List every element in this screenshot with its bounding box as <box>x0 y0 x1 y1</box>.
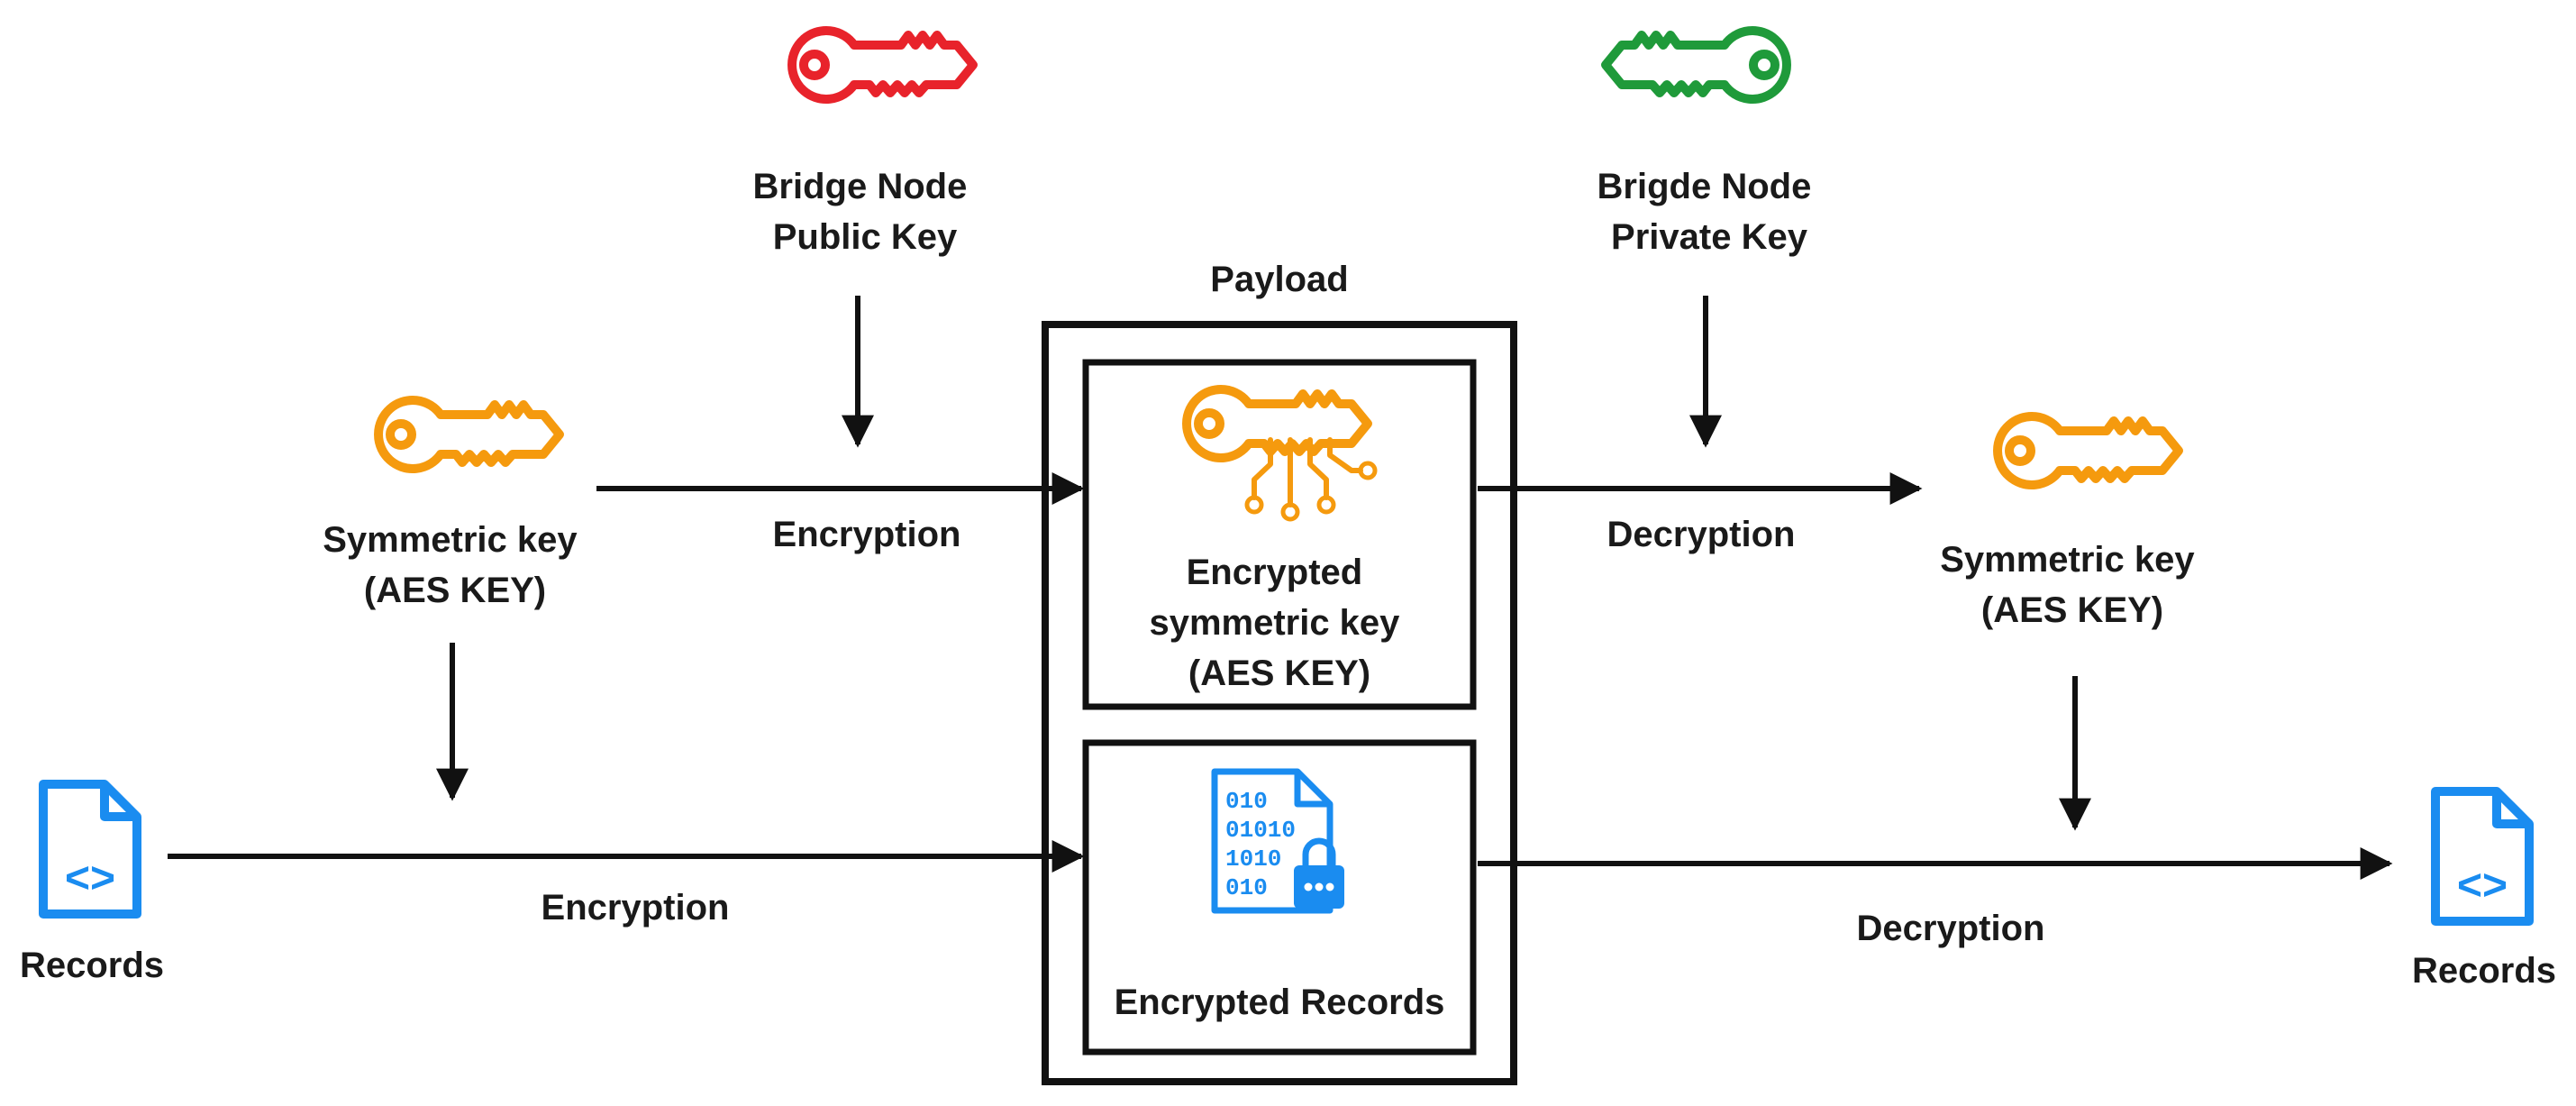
records-file-icon-left: <> <box>43 784 137 914</box>
code-glyph: <> <box>65 855 115 902</box>
decryption-label-top: Decryption <box>1607 515 1796 554</box>
records-label-left: Records <box>20 946 164 985</box>
payload-box <box>1042 321 1517 1085</box>
binary-row: 01010 <box>1225 817 1296 844</box>
private-key-icon <box>1606 31 1787 99</box>
records-label-right: Records <box>2412 951 2556 991</box>
bridge-public-key-label: Bridge Node Public Key <box>753 167 978 257</box>
symmetric-key-icon-left <box>378 400 560 469</box>
symmetric-key-label-left: Symmetric key (AES KEY) <box>323 520 587 610</box>
binary-row: 1010 <box>1225 845 1281 873</box>
public-key-icon <box>792 31 973 99</box>
bridge-private-key-label: Brigde Node Private Key <box>1597 167 1822 257</box>
encryption-label-top: Encryption <box>773 515 961 554</box>
encrypted-records-box <box>1082 739 1477 1056</box>
binary-row: 010 <box>1225 874 1268 901</box>
code-glyph: <> <box>2457 862 2508 909</box>
binary-row: 010 <box>1225 788 1268 815</box>
circuit-key-icon <box>1187 389 1378 522</box>
symmetric-key-icon-right <box>1998 416 2179 485</box>
encryption-label-bottom: Encryption <box>542 888 730 928</box>
decryption-label-bottom: Decryption <box>1857 909 2045 948</box>
encrypted-symmetric-key-label: Encrypted symmetric key (AES KEY) <box>1149 553 1409 693</box>
records-file-icon-right: <> <box>2435 791 2529 921</box>
payload-label: Payload <box>1210 260 1348 299</box>
symmetric-key-label-right: Symmetric key (AES KEY) <box>1940 540 2205 630</box>
encrypted-key-box <box>1082 359 1477 710</box>
encrypted-records-label: Encrypted Records <box>1115 983 1445 1022</box>
locked-binary-file-icon: 010 01010 1010 010 <box>1211 768 1344 914</box>
